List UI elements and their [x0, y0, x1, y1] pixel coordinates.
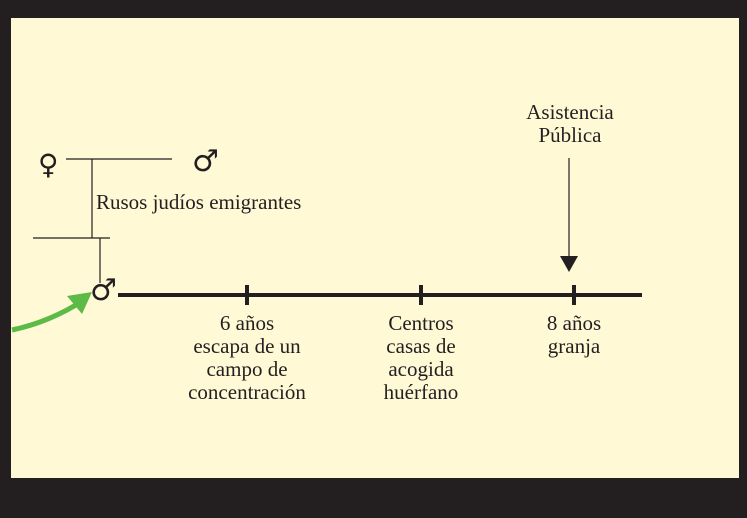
- green-arrow-shaft: [11, 297, 86, 333]
- green-arrow-head: [67, 292, 92, 314]
- event-label: 6 años escapa de un campo de concentraci…: [167, 312, 327, 404]
- event-line: casas de: [386, 334, 456, 358]
- event-line: huérfano: [383, 380, 459, 404]
- annotation-line: Asistencia: [526, 100, 614, 124]
- event-label: Centros casas de acogida huérfano: [361, 312, 481, 404]
- annotation-arrow-head: [560, 256, 578, 272]
- event-line: 8 años: [546, 311, 602, 335]
- event-line: acogida: [388, 357, 454, 381]
- subject-male-symbol-icon: ♂: [90, 273, 117, 308]
- event-line: campo de: [206, 357, 288, 381]
- event-line: granja: [547, 334, 601, 358]
- event-line: Centros: [388, 311, 454, 335]
- diagram-panel: [11, 18, 739, 478]
- female-symbol-icon: ♀: [38, 148, 59, 181]
- annotation-label: Asistencia Pública: [520, 101, 620, 147]
- event-line: escapa de un: [193, 334, 301, 358]
- event-line: 6 años: [219, 311, 275, 335]
- event-label: 8 años granja: [524, 312, 624, 358]
- event-line: concentración: [188, 380, 306, 404]
- parents-label: Rusos judíos emigrantes: [96, 190, 302, 214]
- annotation-line: Pública: [538, 123, 602, 147]
- male-symbol-icon: ♂: [192, 144, 219, 179]
